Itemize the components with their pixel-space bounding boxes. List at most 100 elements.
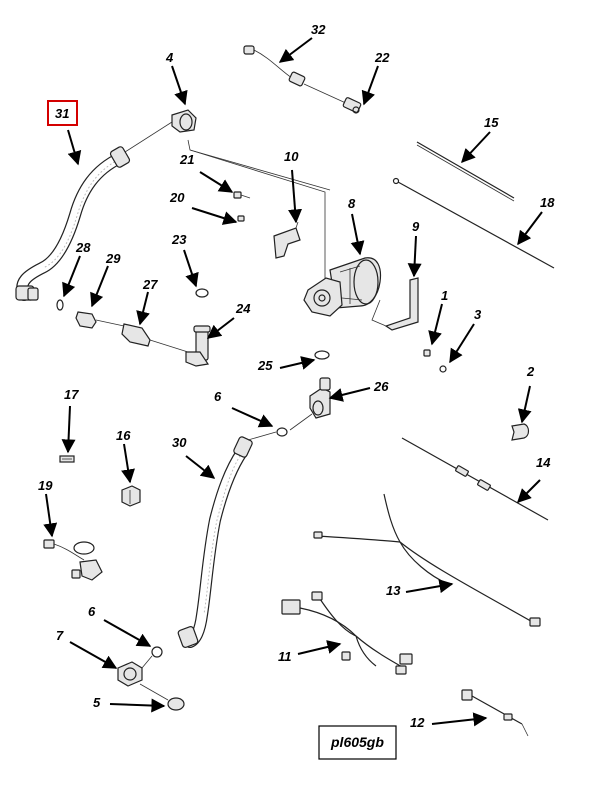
callout-31[interactable]: 31 xyxy=(55,106,69,121)
drawing-reference-label: pl605gb xyxy=(330,734,384,750)
arrow-22 xyxy=(361,65,379,106)
arrow-15 xyxy=(461,131,491,164)
callout-1[interactable]: 1 xyxy=(441,288,448,303)
screw-21-drawing xyxy=(233,191,251,199)
arrow-19 xyxy=(43,493,58,538)
elbow-26-drawing xyxy=(309,377,331,419)
callout-3[interactable]: 3 xyxy=(474,307,482,322)
callout-6-lower[interactable]: 6 xyxy=(88,604,96,619)
hose-30-drawing xyxy=(177,413,313,648)
arrow-12 xyxy=(431,712,488,727)
oring-25-drawing xyxy=(314,350,330,360)
arrow-3 xyxy=(449,323,475,364)
nut-1-drawing xyxy=(423,349,431,357)
clamp-2-drawing xyxy=(511,423,530,441)
callout-30[interactable]: 30 xyxy=(172,435,187,450)
harness-13-drawing xyxy=(313,493,541,627)
callout-20[interactable]: 20 xyxy=(169,190,185,205)
callout-arrows xyxy=(43,37,543,727)
cable-14-drawing xyxy=(401,437,549,521)
callout-32[interactable]: 32 xyxy=(311,22,326,37)
rod-18-drawing xyxy=(392,177,555,269)
arrow-16 xyxy=(121,443,135,484)
callout-15[interactable]: 15 xyxy=(484,115,499,130)
arrow-29 xyxy=(90,265,109,308)
oring-6-lower-drawing xyxy=(151,646,163,658)
callout-labels: 31 4 32 22 15 21 10 8 20 18 9 23 24 28 2… xyxy=(38,22,555,730)
elbow-4-drawing xyxy=(124,109,197,153)
callout-11[interactable]: 11 xyxy=(278,649,292,664)
line-assembly-drawing xyxy=(187,139,331,300)
bracket-10-drawing xyxy=(273,221,301,259)
washer-3-drawing xyxy=(439,365,447,373)
harness-19-drawing xyxy=(43,539,103,581)
relay-16-drawing xyxy=(121,485,141,507)
screw-20-drawing xyxy=(237,215,245,222)
arrow-6-lower xyxy=(103,619,152,647)
callout-4[interactable]: 4 xyxy=(165,50,174,65)
adapter-29-drawing xyxy=(75,311,125,329)
callout-8[interactable]: 8 xyxy=(348,196,356,211)
callout-10[interactable]: 10 xyxy=(284,149,299,164)
arrow-8 xyxy=(350,213,365,256)
arrow-32 xyxy=(278,37,313,63)
arrow-14 xyxy=(517,479,541,503)
callout-28[interactable]: 28 xyxy=(75,240,91,255)
washer-23-drawing xyxy=(195,288,209,298)
arrow-7 xyxy=(69,641,118,669)
arrow-11 xyxy=(297,640,342,655)
arrow-27 xyxy=(136,291,150,326)
arrow-9 xyxy=(407,235,422,278)
callout-6-upper[interactable]: 6 xyxy=(214,389,222,404)
callout-25[interactable]: 25 xyxy=(257,358,273,373)
fitting-7-drawing xyxy=(117,655,169,701)
bracket-9-drawing xyxy=(371,277,419,331)
callout-29[interactable]: 29 xyxy=(105,251,121,266)
cap-5-drawing xyxy=(167,697,185,711)
callout-16[interactable]: 16 xyxy=(116,428,131,443)
callout-26[interactable]: 26 xyxy=(373,379,389,394)
pump-motor-8-drawing xyxy=(303,257,382,317)
callout-27[interactable]: 27 xyxy=(142,277,158,292)
callout-24[interactable]: 24 xyxy=(235,301,251,316)
arrow-28 xyxy=(62,255,81,298)
callout-22[interactable]: 22 xyxy=(374,50,390,65)
callout-14[interactable]: 14 xyxy=(536,455,551,470)
hose-31-drawing xyxy=(15,146,131,301)
arrow-23 xyxy=(183,249,199,288)
callout-12[interactable]: 12 xyxy=(410,715,425,730)
arrow-24 xyxy=(206,317,235,339)
arrow-21 xyxy=(199,171,234,193)
arrow-30 xyxy=(185,455,216,479)
arrow-13 xyxy=(405,579,454,594)
cable-12-drawing xyxy=(461,689,529,737)
arrow-31 xyxy=(67,129,82,166)
callout-9[interactable]: 9 xyxy=(412,219,420,234)
fitting-24-drawing xyxy=(185,325,211,367)
fitting-22-drawing xyxy=(303,83,362,114)
drawing-reference: pl605gb xyxy=(318,725,397,760)
oring-28-drawing xyxy=(56,299,64,311)
arrow-6-upper xyxy=(231,407,274,428)
arrow-10 xyxy=(288,169,303,224)
label-17-drawing xyxy=(59,455,75,463)
callout-19[interactable]: 19 xyxy=(38,478,53,493)
callout-2[interactable]: 2 xyxy=(526,364,535,379)
callout-21[interactable]: 21 xyxy=(179,152,194,167)
callout-17[interactable]: 17 xyxy=(64,387,79,402)
sensor-32-drawing xyxy=(243,45,306,87)
arrow-26 xyxy=(328,387,371,402)
callout-5[interactable]: 5 xyxy=(93,695,101,710)
arrow-18 xyxy=(517,211,543,246)
arrow-1 xyxy=(428,303,443,346)
callout-18[interactable]: 18 xyxy=(540,195,555,210)
arrow-2 xyxy=(517,385,532,424)
highlight-box-31 xyxy=(47,100,78,126)
arrow-25 xyxy=(279,356,316,370)
rod-15-drawing xyxy=(416,141,515,202)
callout-23[interactable]: 23 xyxy=(171,232,187,247)
callout-13[interactable]: 13 xyxy=(386,583,401,598)
callout-7[interactable]: 7 xyxy=(56,628,64,643)
harness-11-drawing xyxy=(281,591,413,675)
